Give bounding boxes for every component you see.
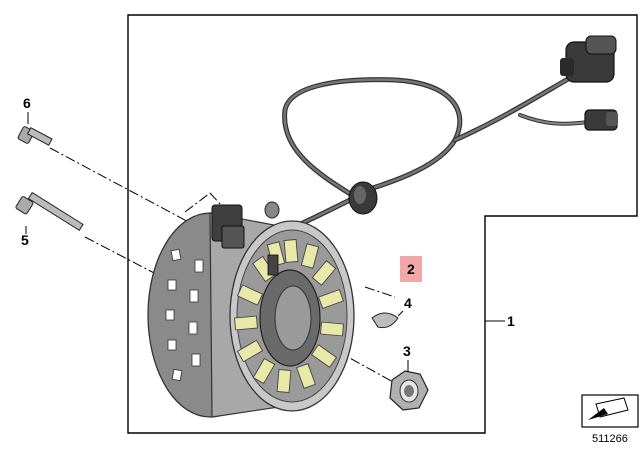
main-connector: [560, 35, 617, 83]
document-number: 511266: [592, 433, 628, 445]
callout-2: 2: [400, 256, 422, 282]
stator-housing: [147, 212, 355, 418]
callout-4: 4: [404, 295, 412, 311]
callout-3: 3: [403, 343, 411, 359]
bolt-6: [17, 126, 53, 146]
small-connector: [584, 109, 618, 131]
arrow-diagram-icon: [581, 394, 639, 428]
stator-windings: [234, 239, 344, 393]
callout-5: 5: [21, 232, 29, 248]
cable-grommet: [348, 181, 378, 215]
bolt-5: [15, 191, 84, 231]
terminal-block: [211, 201, 280, 276]
callout-1: 1: [507, 313, 515, 329]
assembly-frame: [127, 14, 638, 434]
wiring-harness: [262, 72, 590, 243]
callout-6: 6: [23, 95, 31, 111]
key-4: [371, 312, 399, 329]
nut-3: [389, 370, 429, 411]
